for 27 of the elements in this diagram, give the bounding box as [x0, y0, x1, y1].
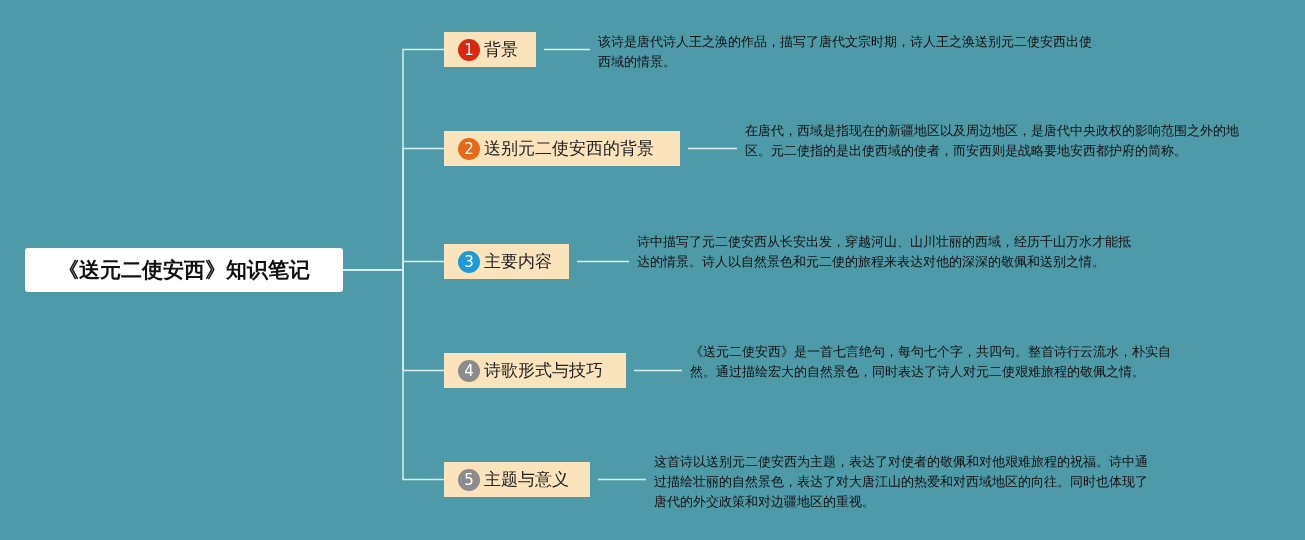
topic-title: 主题与意义 — [484, 468, 569, 491]
connector-line — [687, 147, 738, 150]
number-badge: 4 — [458, 359, 480, 382]
topic-box — [444, 244, 569, 279]
connector-line — [576, 260, 630, 263]
number-badge: 2 — [458, 137, 480, 160]
topic-title: 主要内容 — [484, 250, 552, 273]
topic-title: 背景 — [484, 38, 518, 61]
note-text: 《送元二使安西》是一首七言绝句，每句七个字，共四句。整首诗行云流水，朴实自然。通过描绘宏大的自然景色，同时表达了诗人对元二使艰难旅程的敬佩之情。 — [690, 342, 1188, 402]
connector-line — [543, 48, 591, 51]
connector-line — [342, 269, 445, 481]
note-text: 该诗是唐代诗人王之涣的作品，描写了唐代文宗时期，诗人王之涣送别元二使安西出使西域的情景。 — [598, 32, 1098, 72]
topic-box — [444, 131, 680, 166]
topic-box — [444, 32, 536, 67]
number-badge: 3 — [458, 250, 480, 273]
connector-line — [633, 369, 683, 372]
root-topic-box: 《送元二使安西》知识笔记 — [25, 248, 343, 292]
note-text: 诗中描写了元二使安西从长安出发，穿越河山、山川壮丽的西域，经历千山万水才能抵达的情景。诗人以自然景色和元二使的旅程来表达对他的深深的敬佩和送别之情。 — [637, 232, 1137, 292]
topic-title: 诗歌形式与技巧 — [484, 359, 603, 382]
number-badge: 1 — [458, 38, 480, 61]
note-text: 在唐代，西域是指现在的新疆地区以及周边地区，是唐代中央政权的影响范围之外的地区。元二使指的是出使西域的使者，而安西则是战略要地安西都护府的简称。 — [745, 121, 1243, 181]
topic-box — [444, 462, 590, 497]
connector-line — [597, 478, 647, 481]
topic-title: 送别元二使安西的背景 — [484, 137, 654, 160]
note-text: 这首诗以送别元二使安西为主题，表达了对使者的敬佩和对他艰难旅程的祝福。诗中通过描绘壮丽的自然景色，表达了对大唐江山的热爱和对西域地区的向往。同时也体现了唐代的外交政策和对边疆地区的重视。 — [654, 452, 1156, 512]
number-badge: 5 — [458, 468, 480, 491]
topic-box — [444, 353, 626, 388]
